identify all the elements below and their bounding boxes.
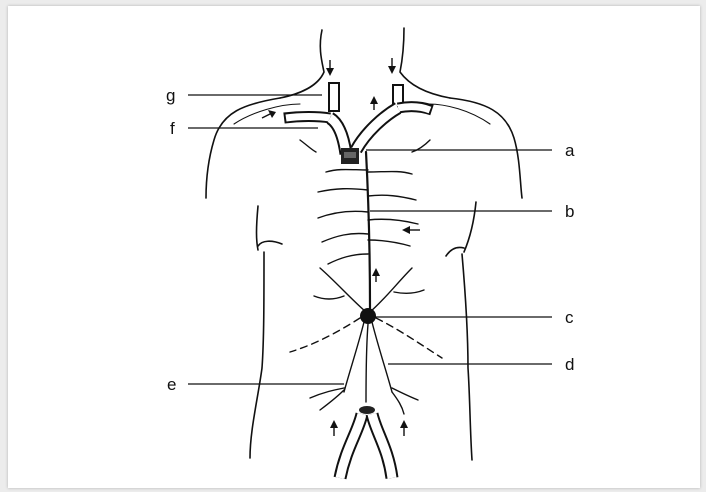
left-lumbar-trunk	[344, 322, 364, 392]
right-intercostal-2	[368, 195, 416, 200]
left-abdominal-branch	[320, 268, 366, 312]
left-lateral-branch	[314, 296, 344, 299]
left-neck-branch	[300, 140, 316, 152]
right-dashed-line	[376, 318, 442, 358]
right-shoulder-arm-outline	[450, 98, 522, 198]
arrow-up-right-neck	[370, 96, 378, 110]
label-d: d	[565, 355, 574, 374]
right-clavicle	[428, 104, 490, 124]
left-pelvic-branch-1	[310, 388, 344, 398]
left-dashed-line	[290, 318, 360, 352]
middle-lumbar-trunk	[366, 324, 368, 402]
arrow-down-left-neck	[326, 60, 334, 76]
arrow-up-left-iliac	[330, 420, 338, 436]
arrow-left-shoulder	[262, 110, 276, 118]
label-g: g	[166, 86, 175, 105]
neck-left-outline	[280, 30, 324, 98]
left-shoulder-arm-outline	[206, 98, 280, 198]
thoracic-duct-line	[366, 152, 370, 308]
label-e: e	[167, 375, 176, 394]
body-outline	[206, 28, 522, 460]
right-torso-side	[462, 254, 472, 460]
left-intercostal-2	[318, 189, 368, 192]
cisterna-chyli	[360, 308, 376, 324]
right-lateral-branch	[394, 290, 424, 293]
left-intercostal-3	[318, 211, 368, 218]
right-intercostal-4	[368, 240, 410, 246]
left-inner-arm-line	[257, 206, 259, 250]
iliac-junction-top	[359, 406, 375, 414]
lymph-vessels	[284, 82, 432, 478]
label-f: f	[170, 119, 175, 138]
neck-right-outline	[400, 28, 450, 98]
label-b: b	[565, 202, 574, 221]
arrow-up-right-iliac	[400, 420, 408, 436]
thoracic-duct	[290, 140, 442, 414]
right-inner-arm-line	[464, 202, 476, 252]
label-a: a	[565, 141, 575, 160]
left-torso-side	[250, 252, 264, 458]
arrow-up-duct	[372, 268, 380, 282]
left-pectoral-line	[258, 241, 282, 246]
right-intercostal-1	[368, 172, 412, 175]
arrow-down-right-neck	[388, 58, 396, 74]
right-intercostal-3	[368, 219, 418, 224]
arrow-left-chest	[402, 226, 420, 234]
left-intercostal-1	[326, 170, 368, 173]
label-c: c	[565, 308, 574, 327]
left-intercostal-4	[322, 233, 368, 242]
left-intercostal-5	[328, 254, 368, 264]
right-lumbar-trunk	[372, 322, 392, 392]
right-pelvic-branch-2	[392, 392, 404, 414]
